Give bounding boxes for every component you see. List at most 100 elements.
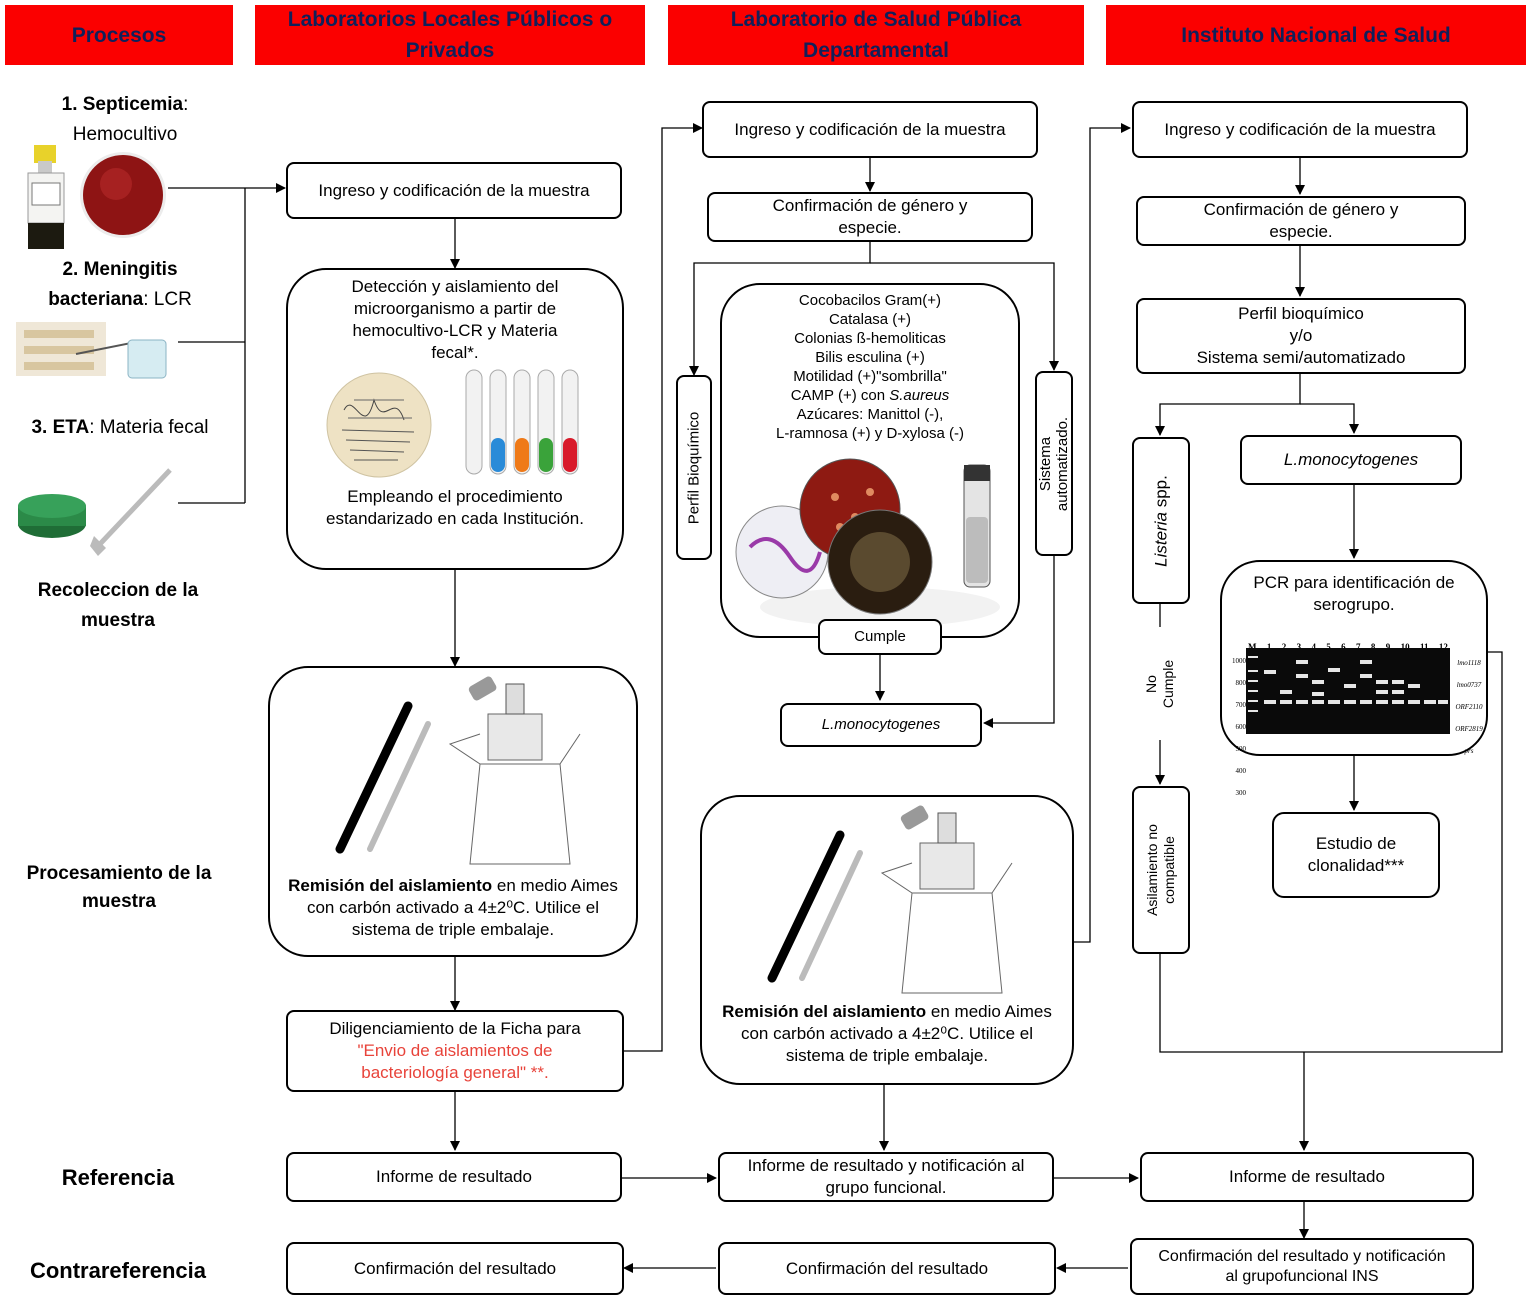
gel-lane-label: 9 [1385,642,1391,652]
header-instituto-nacional: Instituto Nacional de Salud [1106,5,1526,65]
gel-lane-label: 12 [1438,642,1448,652]
gel-band-label: lmo1118 [1457,659,1481,667]
lumbar-puncture-image [16,322,167,379]
ins-informe-box: Informe de resultado [1140,1152,1474,1202]
departamental-cumple-box: Cumple [818,619,942,655]
locales-deteccion-text: Detección y aislamiento del microorganis… [351,277,559,362]
test-motilidad: Motilidad (+)"sombrilla" [793,368,947,385]
gel-lane-label: 11 [1419,642,1429,652]
culture-plates-image [735,458,1000,627]
locales-remision-bold: Remisión del aislamiento [288,876,493,895]
test-camp-prefix: CAMP (+) con [790,387,890,404]
triple-packaging-image [335,676,581,865]
ins-no-text: No [1143,675,1159,693]
label-contrareferencia: Contrareferencia [29,1258,207,1283]
gel-ladder-label: 1000 [1232,657,1246,665]
stool-container-image [18,468,172,556]
departamental-confirmacion-box: Confirmación del resultado [718,1242,1056,1295]
ins-aislamiento-line1: Asilamiento no [1144,824,1160,916]
ins-listeria-box: Listeria spp. [1132,437,1190,604]
departamental-perfil-box: Perfil Bioquímico [676,375,712,560]
gel-band-label: lmo0737 [1456,681,1482,689]
departamental-tests-box: Cocobacilos Gram(+) Catalasa (+) Colonia… [720,283,1020,638]
ins-perfil-box: Perfil bioquímico y/o Sistema semi/autom… [1136,298,1466,374]
ins-informe-text: Informe de resultado [1229,1167,1385,1186]
departamental-remision-box: Remisión del aislamiento en medio Aimes … [700,795,1074,1085]
ins-listeria-italic: Listeria [1151,511,1171,567]
ins-perfil-line1: Perfil bioquímico [1238,304,1364,323]
departamental-informe-box: Informe de resultado y notificación al g… [718,1152,1054,1202]
gel-band-label: ORF2110 [1455,703,1483,711]
departamental-confirmacion-genero-text: Confirmación de género y especie. [772,196,968,237]
gel-ladder-label: 600 [1235,723,1247,731]
gel-ladder-label: 800 [1235,679,1247,687]
label-referencia: Referencia [61,1165,175,1190]
locales-culture-images [294,364,616,482]
locales-ingreso-text: Ingreso y codificación de la muestra [318,180,590,200]
gel-lane-label: 4 [1311,642,1316,652]
gel-bands [1246,648,1450,734]
ins-confirmacion-text: Confirmación del resultado y notificació… [1158,1247,1446,1285]
departamental-sistema-text: Sistema automatizado. [1037,416,1071,511]
gel-ladder-label: 700 [1235,701,1247,709]
test-bilis: Bilis esculina (+) [815,349,925,366]
ins-listeria-text: Listeria spp. [1151,474,1171,567]
gel-lane-label: 7 [1356,642,1361,652]
gel-ladder-label: 500 [1235,745,1247,753]
departamental-confirmacion-genero-box: Confirmación de género y especie. [707,192,1033,242]
departamental-packaging-image [767,805,1013,994]
header-laboratorio-departamental: Laboratorio de Salud Pública Departament… [668,5,1084,65]
test-gram: Cocobacilos Gram(+) [798,292,942,309]
item-eta: 3. ETA: Materia fecal [10,413,230,443]
item-septicemia-bold: 1. Septicemia [61,94,184,115]
test-catalasa: Catalasa (+) [828,311,912,328]
header-procesos: Procesos [5,5,233,65]
departamental-informe-text: Informe de resultado y notificación al g… [747,1156,1025,1197]
header-laboratorios-locales: Laboratorios Locales Públicos o Privados [255,5,645,65]
departamental-ingreso-box: Ingreso y codificación de la muestra [702,101,1038,158]
item-septicemia-rest: : [183,94,189,115]
ins-clonalidad-text: Estudio de clonalidad*** [1307,834,1405,875]
test-camp: CAMP (+) con S.aureus [791,386,950,405]
ins-perfil-line3: Sistema semi/automatizado [1196,348,1406,367]
ins-clonalidad-box: Estudio de clonalidad*** [1272,812,1440,898]
ins-pcr-text: PCR para identificación de serogrupo. [1253,573,1455,614]
item-septicemia: 1. Septicemia: Hemocultivo [20,90,230,150]
gel-lane-label: 2 [1281,642,1287,652]
gel-lane-label: M [1248,642,1257,652]
locales-remision-text: Remisión del aislamiento en medio Aimes … [288,875,618,941]
ins-ingreso-text: Ingreso y codificación de la muestra [1164,119,1436,139]
gel-lane-label: 6 [1341,642,1346,652]
test-ramnosa: L-ramnosa (+) y D-xylosa (-) [776,425,964,442]
departamental-cumple-text: Cumple [854,628,906,645]
ins-ingreso-box: Ingreso y codificación de la muestra [1132,101,1468,158]
ins-listeria-rest: spp. [1151,474,1171,512]
gel-lane-label: 1 [1266,642,1272,652]
locales-informe-text: Informe de resultado [376,1167,532,1186]
departamental-remision-bold: Remisión del aislamiento [722,1002,927,1021]
gel-ladder-label: 400 [1235,767,1247,775]
gel-ladder-label: 300 [1235,789,1247,797]
locales-remision-rest: en medio Aimes con carbón activado a 4±2… [306,876,618,939]
ins-lmono-text: L.monocytogenes [1283,450,1419,469]
gel-ladder-labels: 1000 800 700 600 500 400 300 [1226,650,1247,797]
locales-ingreso-box: Ingreso y codificación de la muestra [286,162,622,219]
item-meningitis-bold: 2. Meningitis bacteriana [48,259,178,310]
item-meningitis: 2. Meningitis bacteriana: LCR [20,255,220,315]
locales-ficha-black: Diligenciamiento de la Ficha para [329,1019,581,1038]
item-eta-rest: : Materia fecal [89,417,209,438]
test-colonias: Colonias ß-hemoliticas [794,330,946,347]
departamental-perfil-text: Perfil Bioquímico [685,411,703,524]
ins-confirmacion-genero-text: Confirmación de género y especie. [1203,200,1399,241]
item-eta-bold: 3. ETA [31,417,90,438]
departamental-lmono-box: L.monocytogenes [780,703,982,747]
blood-agar-plate-image [80,152,166,238]
locales-deteccion-box: Detección y aislamiento del microorganis… [286,268,624,570]
gel-lane-label: 8 [1370,642,1376,652]
gel-lane-label: 3 [1296,642,1302,652]
gel-band-label: ORF2819 [1455,725,1483,733]
